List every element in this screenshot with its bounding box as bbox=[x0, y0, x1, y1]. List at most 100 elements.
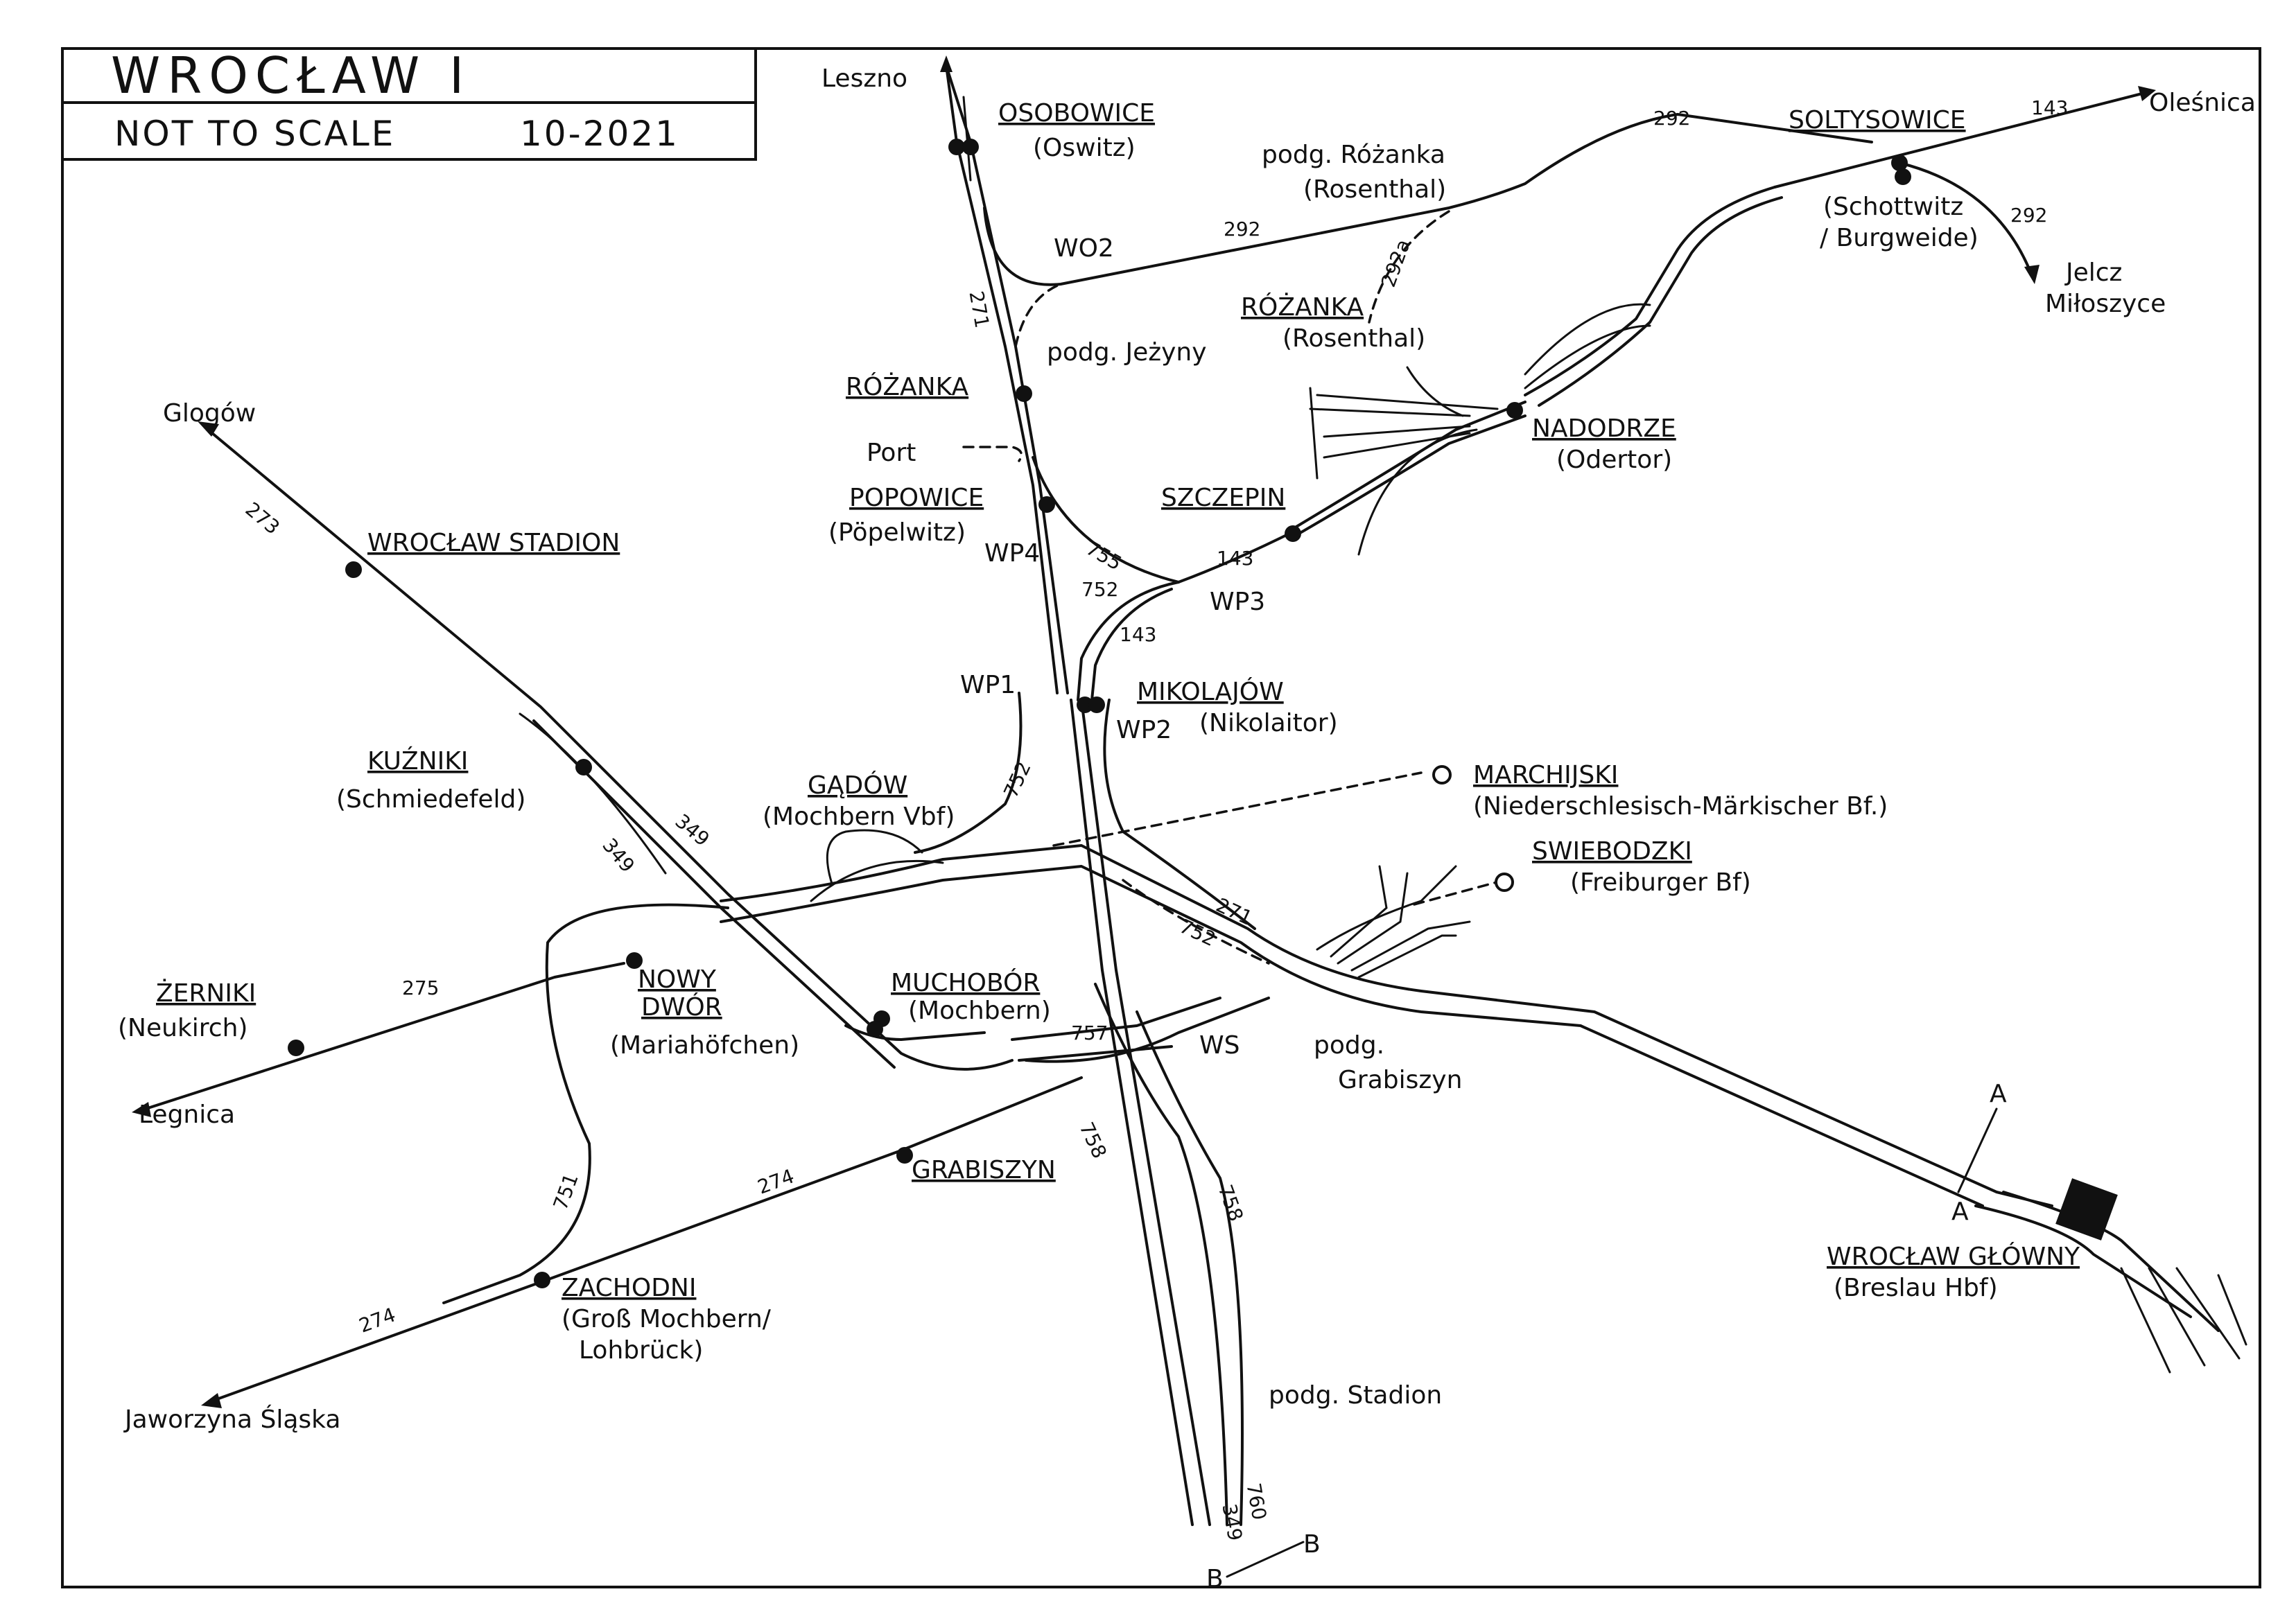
svg-text:143: 143 bbox=[1217, 547, 1253, 570]
podg-rozanka-alt: (Rosenthal) bbox=[1303, 175, 1446, 204]
svg-text:B: B bbox=[1303, 1530, 1321, 1559]
zachodni-alt2: Lohbrück) bbox=[579, 1336, 703, 1365]
swiebodzki-name: SWIEBODZKI bbox=[1532, 837, 1692, 866]
dest-leszno: Leszno bbox=[821, 64, 907, 93]
dest-legnica: Legnica bbox=[139, 1101, 235, 1129]
labels: Leszno Oleśnica Jelcz Miłoszyce Glogów L… bbox=[118, 64, 2256, 1593]
track-sol-nad bbox=[1524, 186, 1776, 396]
dest-jelcz: Jelcz bbox=[2064, 259, 2122, 287]
nadodrze-alt: (Odertor) bbox=[1556, 446, 1672, 474]
svg-text:751: 751 bbox=[549, 1171, 583, 1213]
svg-text:760: 760 bbox=[1242, 1481, 1271, 1521]
svg-text:274: 274 bbox=[754, 1164, 797, 1198]
kuzniki-marker bbox=[575, 759, 592, 776]
dashed-lines bbox=[962, 210, 1506, 965]
zachodni-alt: (Groß Mochbern/ bbox=[562, 1305, 772, 1333]
nadodrze-marker bbox=[1506, 402, 1523, 419]
dashed-jezyny bbox=[1014, 283, 1062, 348]
track-glowny bbox=[1974, 1204, 2192, 1318]
svg-text:275: 275 bbox=[402, 976, 439, 999]
arrow-glogow bbox=[198, 421, 219, 437]
popowice-alt: (Pöpelwitz) bbox=[828, 518, 966, 547]
port-name: Port bbox=[867, 439, 916, 467]
junction-wp2: WP2 bbox=[1116, 716, 1172, 744]
arrows bbox=[132, 55, 2156, 1408]
zerniki-marker bbox=[288, 1040, 304, 1056]
soltysowice-marker bbox=[1891, 155, 1908, 171]
gadow-name: GĄDÓW bbox=[808, 771, 907, 800]
glowny-marker bbox=[2055, 1178, 2118, 1241]
podg-rozanka-name: podg. Różanka bbox=[1262, 141, 1445, 169]
junction-wp3: WP3 bbox=[1210, 588, 1265, 616]
szczepin-marker bbox=[1285, 525, 1301, 542]
map-title: WROCŁAW I bbox=[111, 46, 471, 105]
marchijski-name: MARCHIJSKI bbox=[1473, 761, 1618, 789]
svg-text:A: A bbox=[1990, 1080, 2007, 1108]
szczepin-name: SZCZEPIN bbox=[1161, 484, 1285, 512]
track-752 bbox=[914, 692, 1023, 854]
junction-wp4: WP4 bbox=[984, 539, 1040, 568]
svg-text:143: 143 bbox=[1120, 623, 1156, 646]
svg-text:B: B bbox=[1206, 1565, 1224, 1593]
arrow-jaworzyna bbox=[201, 1393, 222, 1408]
kuzniki-alt: (Schmiedefeld) bbox=[336, 785, 525, 814]
zerniki-alt: (Neukirch) bbox=[118, 1014, 247, 1042]
muchobor-name: MUCHOBÓR bbox=[891, 968, 1040, 997]
svg-text:349: 349 bbox=[598, 834, 639, 877]
rozanka-east-alt: (Rosenthal) bbox=[1282, 324, 1425, 353]
mikolajow-marker bbox=[1077, 696, 1093, 713]
podg-grabiszyn-name2: Grabiszyn bbox=[1338, 1066, 1462, 1094]
gadow-alt: (Mochbern Vbf) bbox=[763, 803, 955, 831]
track-751 bbox=[442, 903, 729, 1304]
zerniki-name: ŻERNIKI bbox=[156, 979, 256, 1008]
track-275 bbox=[144, 962, 625, 1110]
zachodni-name: ZACHODNI bbox=[562, 1274, 696, 1302]
svg-text:757: 757 bbox=[1071, 1022, 1108, 1044]
title-box: WROCŁAW I NOT TO SCALE 10-2021 bbox=[61, 46, 757, 161]
svg-text:274: 274 bbox=[356, 1303, 399, 1337]
junction-ws: WS bbox=[1199, 1031, 1240, 1060]
section-b-line bbox=[1226, 1541, 1305, 1578]
rozanka-marker bbox=[1016, 385, 1032, 402]
muchobor-alt: (Mochbern) bbox=[908, 997, 1051, 1025]
track-274 bbox=[214, 1076, 1083, 1401]
svg-text:292: 292 bbox=[2010, 204, 2047, 227]
svg-text:758: 758 bbox=[1214, 1182, 1248, 1225]
arrow-leszno bbox=[940, 55, 953, 72]
svg-text:292: 292 bbox=[1653, 107, 1690, 130]
dashed-292a bbox=[1368, 210, 1450, 324]
soltysowice-alt: (Schottwitz bbox=[1823, 193, 1963, 221]
dashed-port bbox=[962, 446, 1023, 462]
svg-text:292: 292 bbox=[1224, 218, 1260, 240]
podg-stadion-name: podg. Stadion bbox=[1269, 1381, 1442, 1410]
map-frame bbox=[61, 47, 2261, 1588]
rozanka-name: RÓŻANKA bbox=[846, 372, 969, 401]
svg-text:271: 271 bbox=[965, 289, 994, 329]
nowy-dwor-name2: DWÓR bbox=[641, 992, 722, 1022]
marchijski-marker bbox=[1432, 765, 1452, 785]
track-758 bbox=[1094, 983, 1228, 1526]
svg-text:752: 752 bbox=[1176, 915, 1219, 951]
arrow-legnica bbox=[132, 1102, 151, 1117]
tracks bbox=[144, 64, 2247, 1526]
track-292 bbox=[983, 113, 1873, 286]
junction-wo2: WO2 bbox=[1054, 234, 1114, 263]
map-date: 10-2021 bbox=[520, 114, 679, 154]
track-nad-szc bbox=[1295, 401, 1527, 528]
zachodni-marker bbox=[534, 1272, 550, 1288]
podg-jezyny-name: podg. Jeżyny bbox=[1047, 338, 1207, 367]
mikolajow-name: MIKOLAJÓW bbox=[1137, 677, 1284, 706]
dest-olesnica: Oleśnica bbox=[2149, 89, 2256, 117]
track-143-olesnica bbox=[1773, 92, 2143, 189]
track-755 bbox=[1032, 456, 1180, 584]
osobowice-name: OSOBOWICE bbox=[998, 99, 1155, 128]
glowny-alt: (Breslau Hbf) bbox=[1834, 1274, 1998, 1302]
osobowice-alt: (Oswitz) bbox=[1033, 134, 1136, 162]
stadion-marker bbox=[345, 561, 362, 578]
scale-note: NOT TO SCALE bbox=[114, 114, 395, 154]
svg-text:755: 755 bbox=[1082, 536, 1126, 575]
dest-miloszyce: Miłoszyce bbox=[2045, 290, 2166, 318]
track-292-jelcz bbox=[1898, 161, 2033, 275]
nowy-dwor-name1: NOWY bbox=[638, 965, 717, 994]
svg-text:A: A bbox=[1951, 1198, 1969, 1226]
